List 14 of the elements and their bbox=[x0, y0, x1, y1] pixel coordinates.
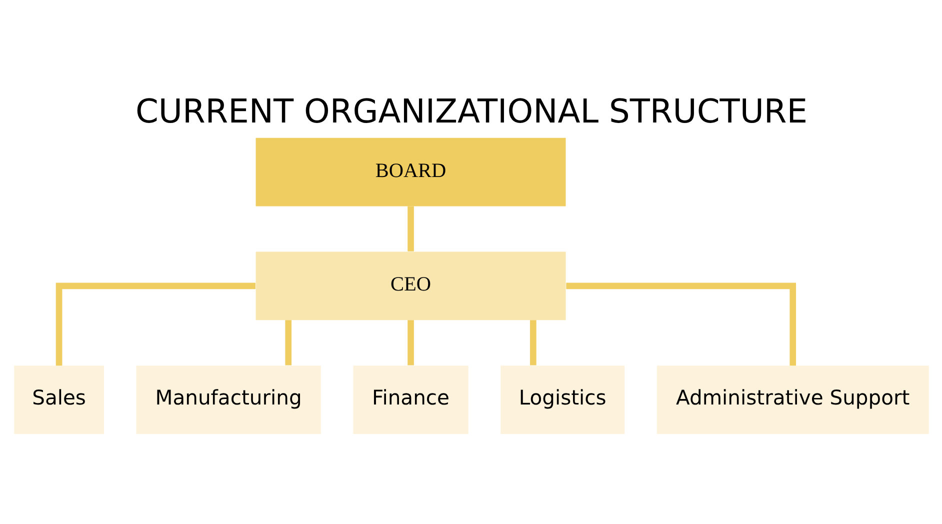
diagram-title: CURRENT ORGANIZATIONAL STRUCTURE bbox=[134, 90, 808, 130]
node-box: Sales bbox=[14, 365, 104, 434]
connector bbox=[566, 282, 796, 366]
node-box: BOARD bbox=[255, 137, 566, 206]
connector bbox=[407, 206, 414, 251]
connector bbox=[55, 282, 255, 366]
node-box: CEO bbox=[255, 251, 566, 320]
node-box: Manufacturing bbox=[136, 365, 320, 434]
connector bbox=[284, 320, 292, 365]
connector bbox=[407, 320, 414, 365]
node-box: Finance bbox=[352, 365, 468, 434]
node-box: Logistics bbox=[500, 365, 624, 434]
connector bbox=[530, 320, 536, 365]
node-box: Administrative Support bbox=[656, 365, 928, 434]
